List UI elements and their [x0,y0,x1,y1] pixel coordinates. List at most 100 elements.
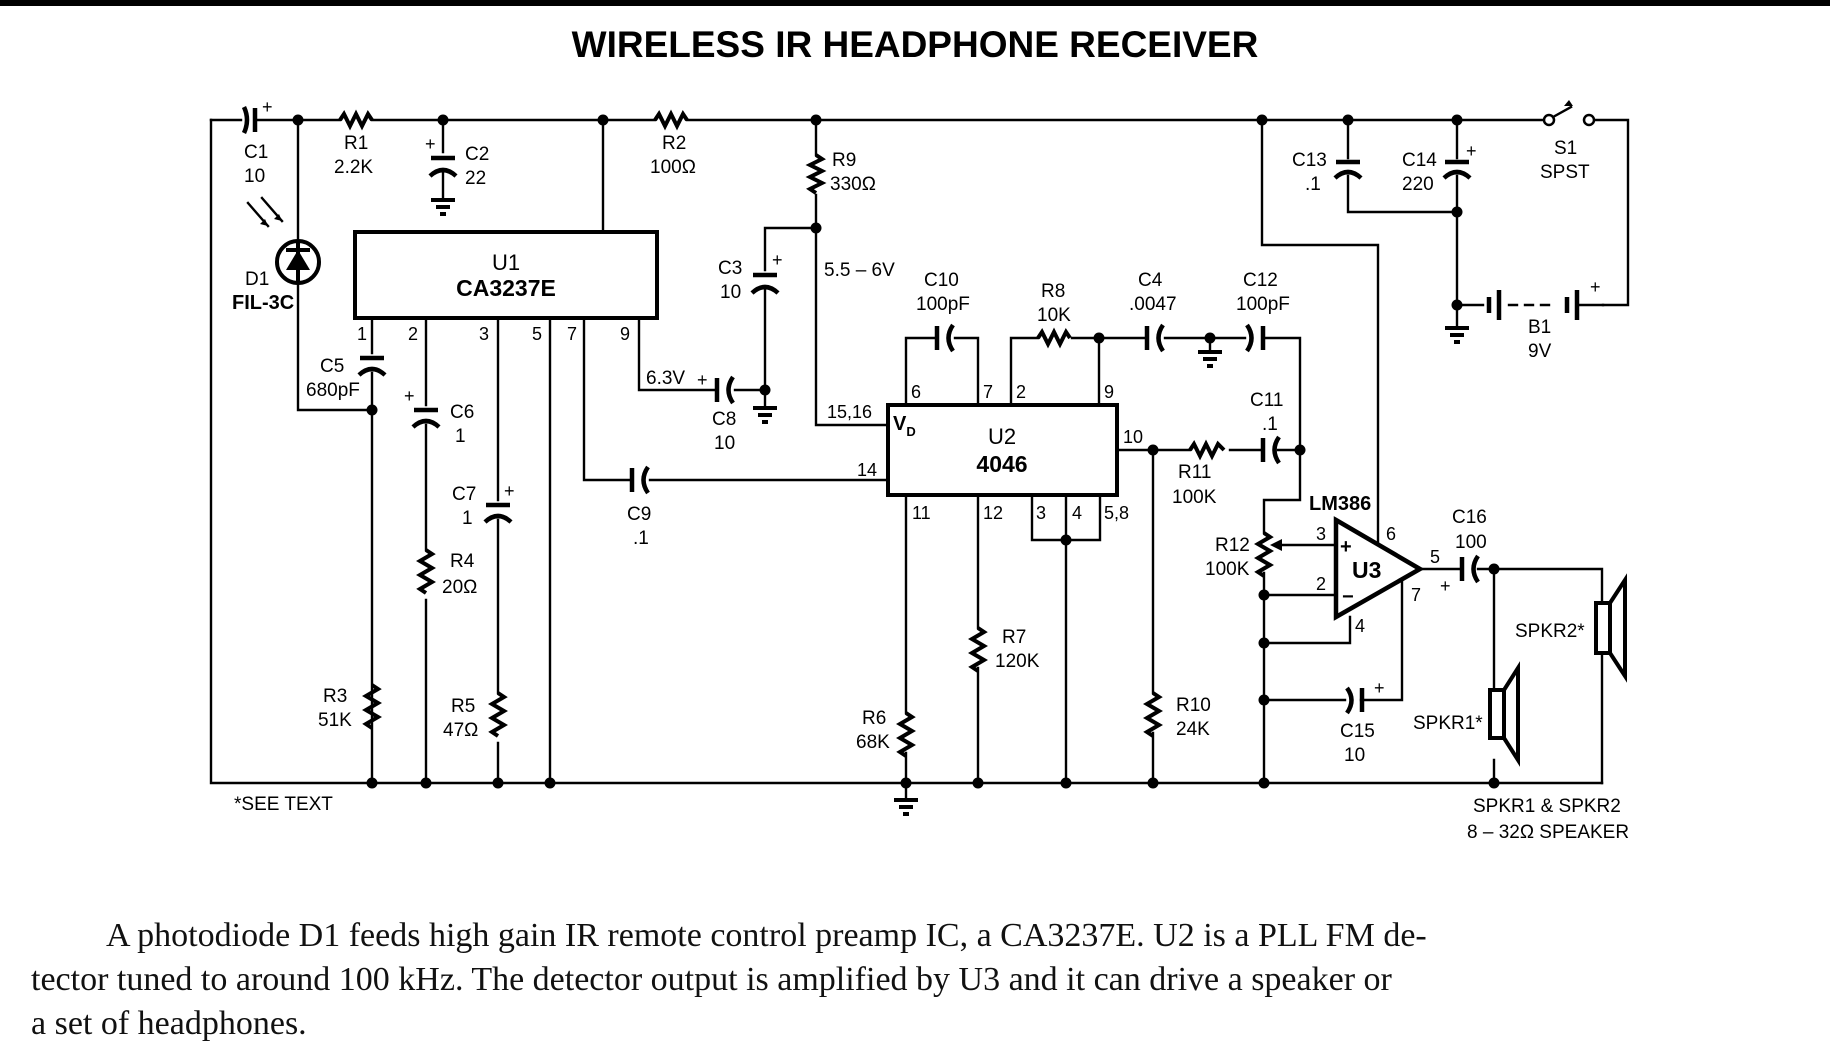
capacitor-c9-symbol [629,465,650,495]
c8-ref: C8 [712,409,736,430]
c6-value: 1 [455,426,466,447]
capacitor-c11-symbol [1260,435,1281,465]
svg-text:7: 7 [983,382,993,402]
svg-text:+: + [772,250,783,270]
capacitor-c15-symbol: + [1345,678,1385,715]
junction-dots [292,114,1500,789]
svg-text:11: 11 [912,503,931,523]
c16-ref: C16 [1452,507,1487,528]
c7-ref: C7 [452,484,476,505]
svg-text:6: 6 [911,382,921,402]
c10-ref: C10 [924,270,959,291]
svg-text:3: 3 [479,324,489,344]
resistor-r2-symbol [653,109,689,131]
capacitor-c13-symbol [1333,159,1363,180]
r1-ref: R1 [344,133,368,154]
svg-text:5,8: 5,8 [1104,503,1129,523]
capacitor-c8-symbol: + [697,370,735,405]
c5-value: 680pF [306,380,360,401]
ground-icon [1198,350,1222,368]
r3-value: 51K [318,710,352,731]
svg-text:3: 3 [1316,524,1326,544]
ground-icon [1445,326,1469,344]
resistor-r8-symbol [1036,327,1072,349]
r6-ref: R6 [862,708,886,729]
ground-icon [431,198,455,216]
u2-vd-label: VD [893,413,916,439]
r2-ref: R2 [662,133,686,154]
see-text-note: *SEE TEXT [234,794,333,815]
r12-ref: R12 [1215,535,1250,556]
svg-text:+: + [1374,678,1385,698]
svg-text:−: − [1342,586,1354,608]
resistor-r1-symbol [338,109,374,131]
switch-s1-icon[interactable] [1542,100,1596,127]
speaker-spkr2-icon [1594,573,1627,683]
r2-value: 100Ω [650,157,696,178]
resistor-r3-symbol [362,683,382,730]
svg-text:+: + [1440,576,1451,596]
u1-pin-labels: 1 2 3 5 7 9 [357,324,630,344]
r11-value: 100K [1172,487,1217,508]
svg-text:12: 12 [983,503,1003,523]
u3-part-number: LM386 [1309,493,1371,515]
resistor-r4-symbol [416,548,436,595]
r7-value: 120K [995,651,1040,672]
c11-value: .1 [1262,414,1278,435]
s1-ref: S1 [1554,138,1577,159]
svg-text:9: 9 [620,324,630,344]
svg-text:7: 7 [567,324,577,344]
speaker-spkr1-icon [1488,661,1520,767]
r3-ref: R3 [323,686,347,707]
opamp-u3-symbol [1333,516,1425,621]
r4-ref: R4 [450,551,475,572]
b1-ref: B1 [1528,317,1551,338]
c13-value: .1 [1305,174,1321,195]
svg-text:+: + [425,134,436,154]
ground-icon [753,406,777,424]
r5-ref: R5 [451,696,475,717]
c5-ref: C5 [320,356,344,377]
svg-text:5: 5 [1430,547,1440,567]
c15-value: 10 [1344,745,1365,766]
c14-ref: C14 [1402,150,1437,171]
capacitor-c4-symbol [1144,323,1165,353]
u1-ref: U1 [492,250,520,275]
svg-text:+: + [1466,141,1477,161]
c13-ref: C13 [1292,150,1327,171]
r10-value: 24K [1176,719,1210,740]
svg-text:6: 6 [1386,524,1396,544]
svg-text:+: + [262,97,273,117]
svg-text:+: + [404,386,415,406]
speaker-note-line1: SPKR1 & SPKR2 [1473,796,1621,817]
r5-value: 47Ω [443,720,478,741]
c10-value: 100pF [916,294,970,315]
speaker-note-line2: 8 – 32Ω SPEAKER [1467,822,1629,843]
resistor-r5-symbol [488,691,508,738]
svg-text:15,16: 15,16 [827,402,872,422]
r4-value: 20Ω [442,577,477,598]
u3-pin-labels: 3 2 6 5 7 4 + − [1316,524,1440,636]
d1-ref: D1 [245,269,269,290]
c14-value: 220 [1402,174,1434,195]
c9-ref: C9 [627,504,651,525]
capacitor-c1-symbol: + [241,97,273,134]
b1-value: 9V [1528,341,1552,362]
c12-value: 100pF [1236,294,1290,315]
c15-ref: C15 [1340,721,1375,742]
svg-text:2: 2 [408,324,418,344]
caption-line-2: tector tuned to around 100 kHz. The dete… [31,961,1392,998]
c1-value: 10 [244,166,265,187]
d1-value: FIL-3C [232,292,294,314]
svg-text:+: + [1590,277,1601,297]
c9-value: .1 [633,528,649,549]
supply-voltage-note: 5.5 – 6V [824,260,895,281]
capacitor-c3-symbol: + [750,250,783,295]
caption-line-3: a set of headphones. [31,1005,307,1042]
capacitor-c2-symbol: + [425,134,458,178]
potentiometer-r12-symbol [1254,531,1282,578]
caption-line-1: A photodiode D1 feeds high gain IR remot… [106,917,1427,954]
r9-ref: R9 [832,150,856,171]
capacitor-c14-symbol: + [1442,141,1477,180]
c16-value: 100 [1455,532,1487,553]
